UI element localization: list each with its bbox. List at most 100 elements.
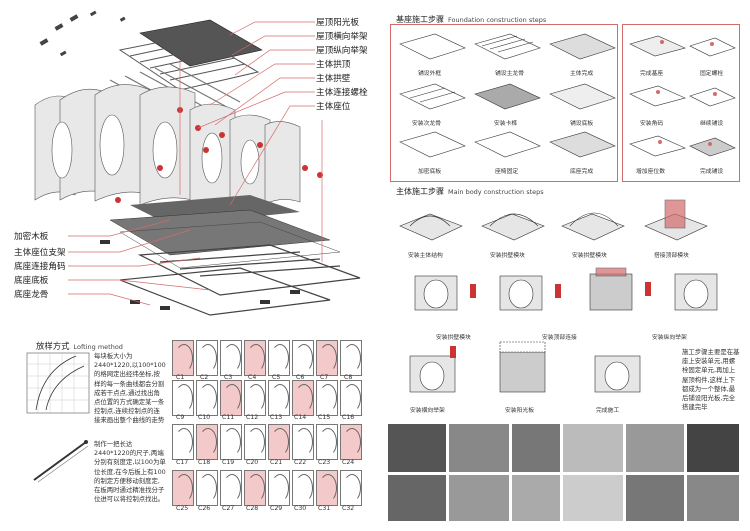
label-base-corner: 底座连接角码 <box>14 262 66 272</box>
label-main-bolts: 主体连接螺栓 <box>316 88 368 98</box>
piece-label-c9: C9 <box>176 414 185 421</box>
lofting-text-1: 每块板大小为2440*1220,以100*100的格网定出经纬坐标,按样的每一条… <box>94 352 166 425</box>
piece-label-c2: C2 <box>200 374 209 381</box>
label-base-keel: 底座龙骨 <box>14 290 49 300</box>
main-step-6: 安装顶部连接 <box>542 335 577 341</box>
lofting-piece <box>172 380 194 416</box>
foundation-side-step-3: 安装角码 <box>640 121 664 127</box>
main-step-3: 安装拱壁模块 <box>572 253 607 259</box>
lofting-piece <box>244 340 266 376</box>
piece-curve <box>223 384 241 412</box>
piece-label-c3: C3 <box>224 374 233 381</box>
lofting-ruler-drawing <box>33 440 89 483</box>
piece-curve <box>271 384 289 412</box>
photo-7 <box>388 475 446 521</box>
main-body-note: 施工步骤主要是在基座上安装单元,用螺栓固定单元,再加上屋顶构件,这样上下都成为一… <box>682 348 740 412</box>
photo-12 <box>687 475 739 521</box>
lofting-piece <box>316 424 338 460</box>
piece-curve <box>199 344 217 372</box>
lofting-piece <box>196 340 218 376</box>
label-base-plate: 底座底板 <box>14 276 49 286</box>
lofting-text-2: 制作一把长达2440*1220的尺子,两端分别有刻度定,以100为单位长度,在今… <box>94 440 166 504</box>
main-step-10: 完成施工 <box>596 408 620 414</box>
piece-curve <box>271 344 289 372</box>
photo-3 <box>512 424 560 472</box>
lofting-piece <box>172 340 194 376</box>
foundation-side-step-5: 增加座位数 <box>636 169 665 175</box>
piece-curve <box>319 344 337 372</box>
piece-label-c21: C21 <box>270 459 283 466</box>
lofting-piece <box>316 340 338 376</box>
piece-label-c16: C16 <box>342 414 355 421</box>
piece-curve <box>223 344 241 372</box>
piece-curve <box>175 428 193 456</box>
piece-curve <box>271 474 289 502</box>
foundation-side-step-4: 继续铺设 <box>700 121 724 127</box>
lofting-grid-drawing <box>26 352 90 414</box>
piece-label-c24: C24 <box>342 459 355 466</box>
piece-label-c28: C28 <box>246 505 259 512</box>
piece-curve <box>199 384 217 412</box>
piece-curve <box>175 344 193 372</box>
piece-label-c12: C12 <box>246 414 259 421</box>
piece-curve <box>199 428 217 456</box>
piece-label-c5: C5 <box>272 374 281 381</box>
piece-label-c4: C4 <box>248 374 257 381</box>
piece-curve <box>343 344 361 372</box>
piece-label-c25: C25 <box>176 505 189 512</box>
piece-curve <box>223 428 241 456</box>
piece-curve <box>199 474 217 502</box>
piece-curve <box>175 474 193 502</box>
lofting-piece <box>244 470 266 506</box>
piece-label-c30: C30 <box>294 505 307 512</box>
label-main-vault: 主体拱顶 <box>316 60 351 70</box>
piece-label-c17: C17 <box>176 459 189 466</box>
photo-10 <box>563 475 623 521</box>
lofting-piece <box>292 340 314 376</box>
lofting-piece <box>292 424 314 460</box>
photo-8 <box>449 475 509 521</box>
foundation-side-step-1: 完成基座 <box>640 71 664 77</box>
piece-curve <box>295 384 313 412</box>
lofting-piece <box>268 340 290 376</box>
piece-label-c26: C26 <box>198 505 211 512</box>
foundation-step-9: 底座完成 <box>570 169 594 175</box>
piece-label-c15: C15 <box>318 414 331 421</box>
lofting-piece <box>220 424 242 460</box>
lofting-piece <box>316 470 338 506</box>
photo-2 <box>449 424 509 472</box>
photo-1 <box>388 424 446 472</box>
piece-curve <box>223 474 241 502</box>
main-step-5: 安装拱壁模块 <box>436 335 471 341</box>
piece-label-c13: C13 <box>270 414 283 421</box>
piece-label-c27: C27 <box>222 505 235 512</box>
lofting-piece <box>340 340 362 376</box>
exploded-axonometric <box>34 10 361 316</box>
foundation-step-drawings <box>399 33 736 158</box>
main-step-2: 安装拱壁模块 <box>490 253 525 259</box>
lofting-piece <box>268 470 290 506</box>
label-main-seat: 主体座位 <box>316 102 351 112</box>
foundation-step-7: 加密底板 <box>418 169 442 175</box>
piece-curve <box>247 428 265 456</box>
main-step-1: 安装主体结构 <box>408 253 443 259</box>
lofting-piece <box>196 424 218 460</box>
foundation-step-5: 安装卡榫 <box>494 121 518 127</box>
piece-label-c32: C32 <box>342 505 355 512</box>
main-step-4: 搭接顶部模块 <box>654 253 689 259</box>
label-seat-support: 主体座位支架 <box>14 248 66 258</box>
photo-5 <box>626 424 684 472</box>
main-step-9: 安装阳光板 <box>505 408 534 414</box>
piece-label-c29: C29 <box>270 505 283 512</box>
piece-curve <box>319 474 337 502</box>
piece-label-c18: C18 <box>198 459 211 466</box>
piece-curve <box>271 428 289 456</box>
label-dense-boards: 加密木板 <box>14 232 49 242</box>
piece-curve <box>247 384 265 412</box>
piece-label-c23: C23 <box>318 459 331 466</box>
lofting-piece <box>340 424 362 460</box>
piece-label-c7: C7 <box>320 374 329 381</box>
main-step-8: 安装横向举架 <box>410 408 445 414</box>
lofting-piece <box>292 470 314 506</box>
